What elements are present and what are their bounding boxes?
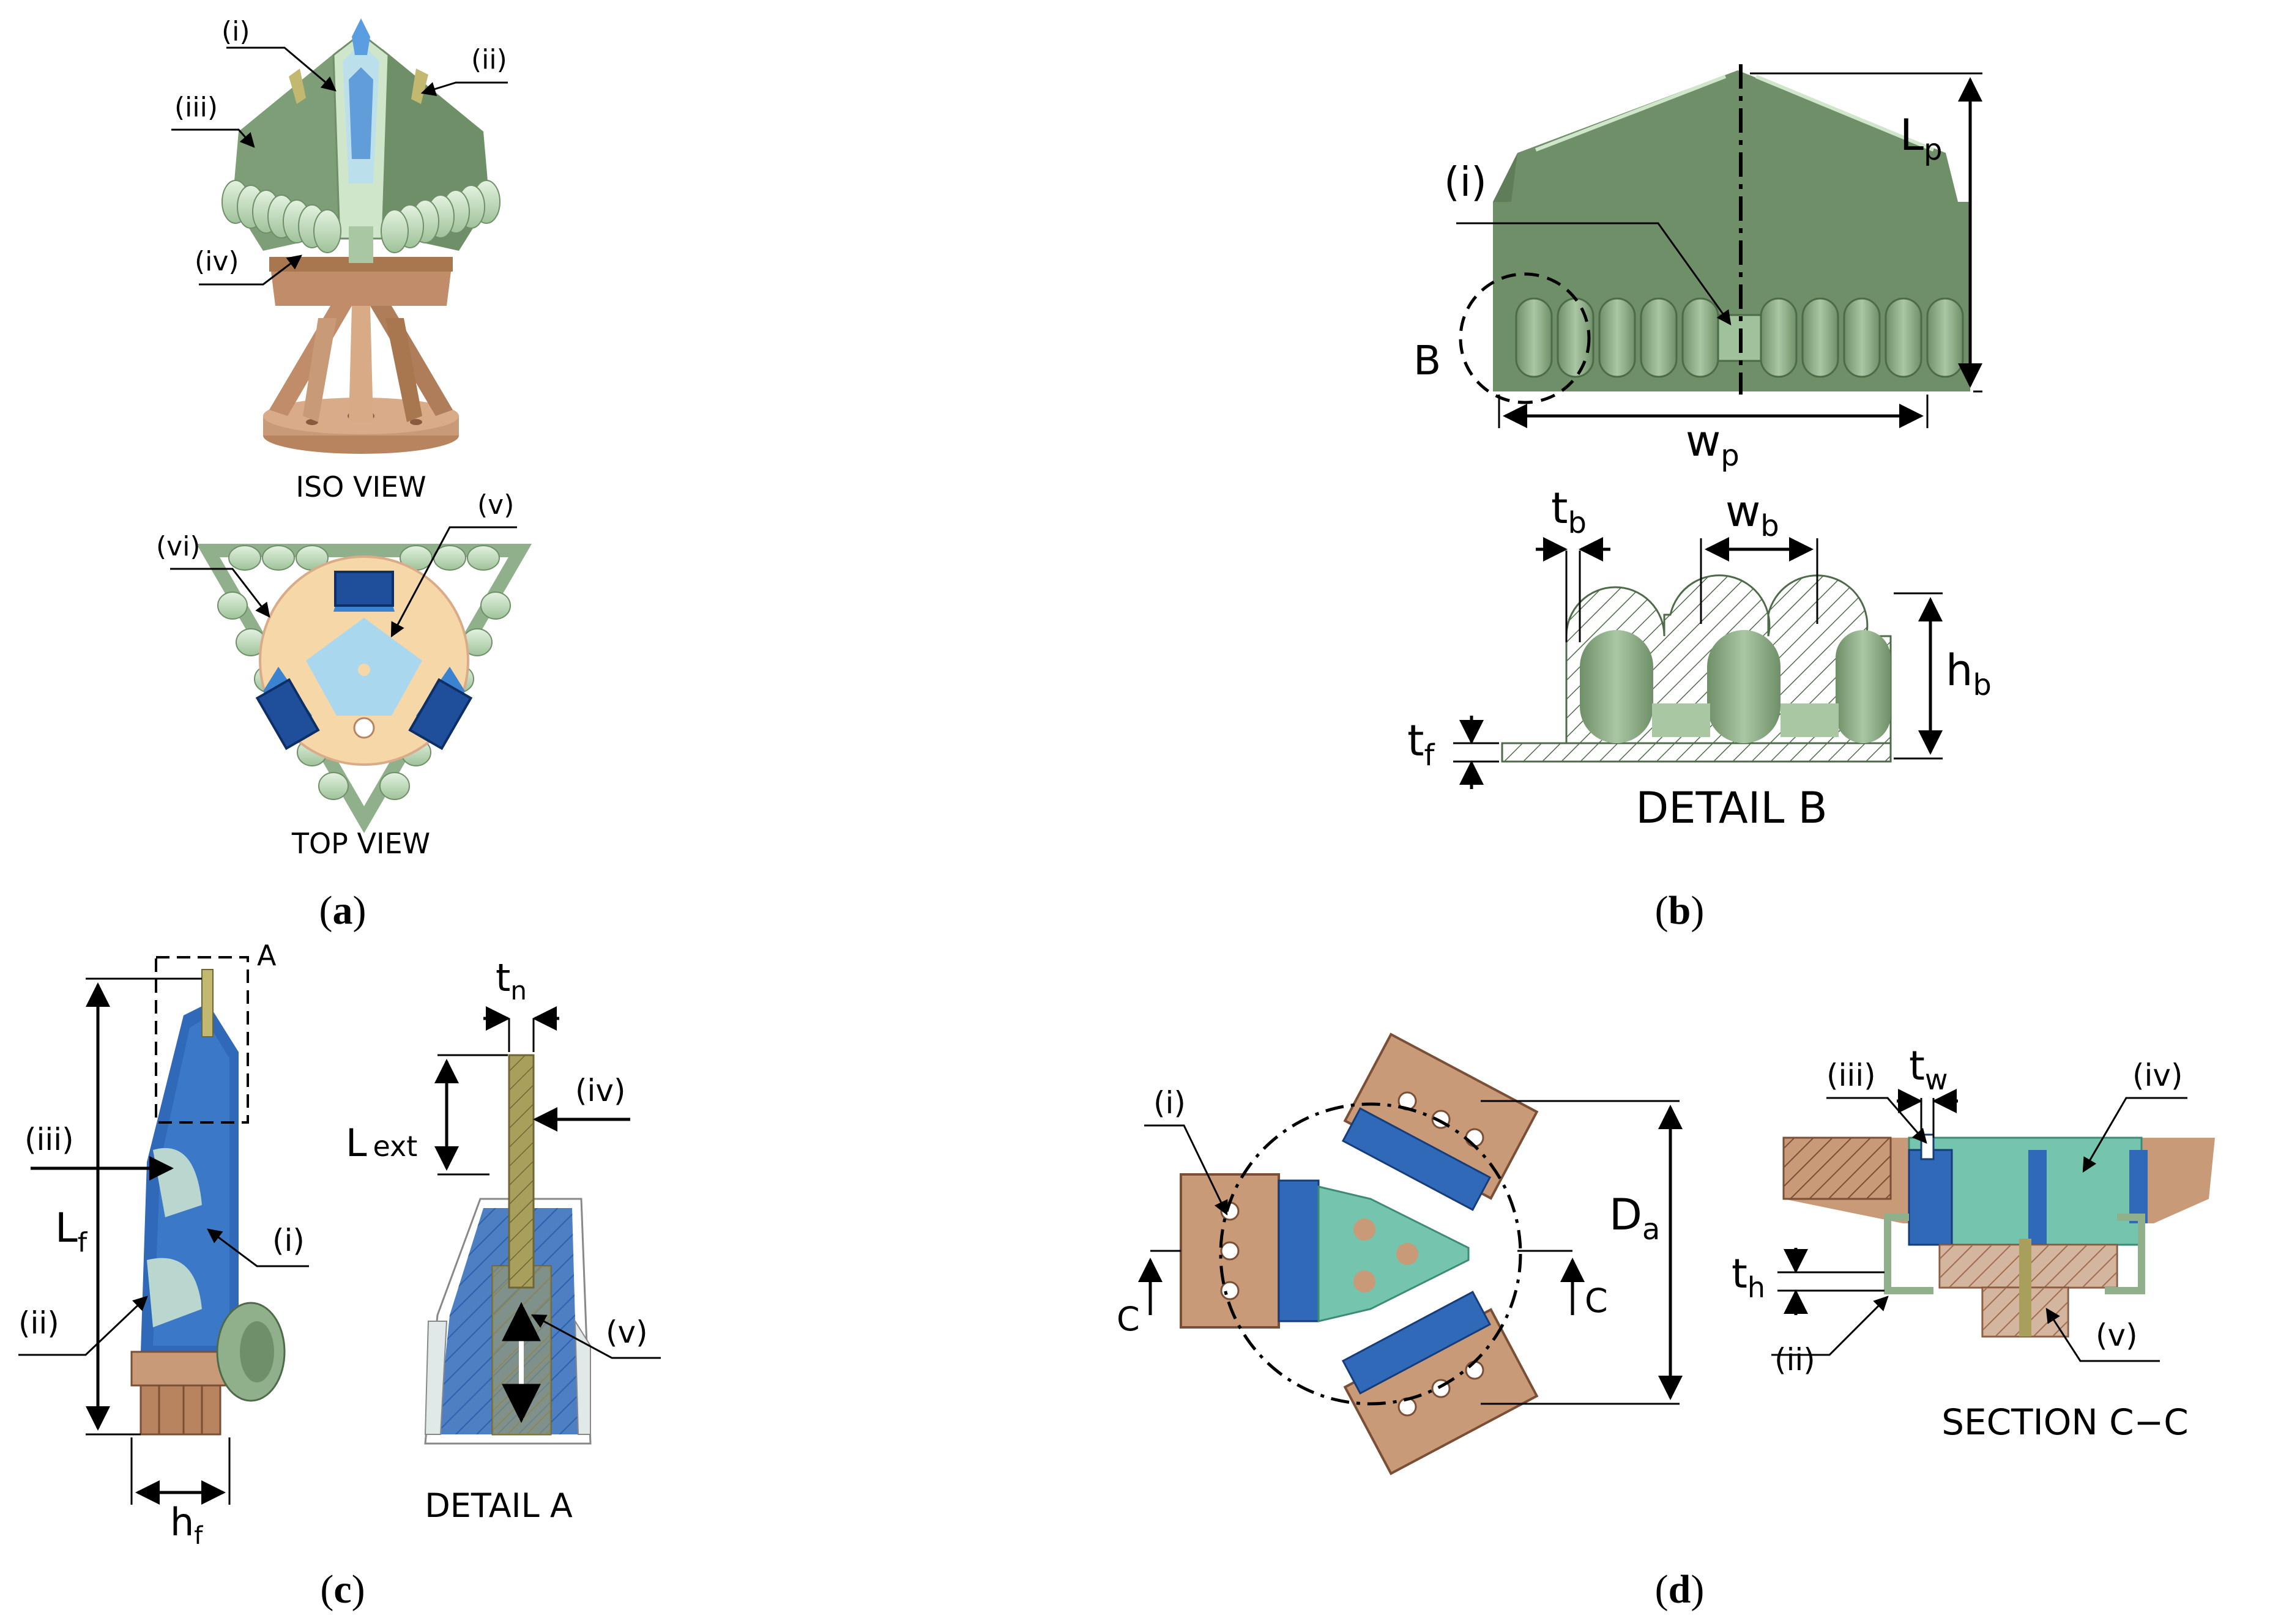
detail-mark-A: A: [257, 939, 277, 972]
detail-mark-B: B: [1413, 337, 1441, 384]
dim-tb: tb: [1551, 483, 1587, 540]
detail-b-title: DETAIL B: [1636, 783, 1827, 833]
section-label-iv: (iv): [2132, 1058, 2183, 1093]
iso-view-title: ISO VIEW: [296, 470, 426, 503]
iso-label-ii: (ii): [471, 44, 507, 75]
dim-Lp: Lp: [1900, 110, 1942, 167]
side-label-i: (i): [272, 1223, 305, 1258]
caption-c: (c): [320, 1567, 365, 1612]
section-cc-title: SECTION C−C: [1941, 1401, 2189, 1443]
dim-wb: wb: [1725, 486, 1779, 543]
iso-view-model: [221, 18, 501, 454]
dim-tn: tn: [496, 955, 527, 1006]
caption-d: (d): [1655, 1567, 1705, 1612]
dim-Lf: Lf: [55, 1204, 88, 1258]
top-view-model: [196, 544, 532, 833]
iso-label-iv: (iv): [195, 246, 239, 277]
palm-label-i: (i): [1153, 1085, 1186, 1121]
dim-tf: tf: [1407, 716, 1435, 773]
iso-label-i: (i): [221, 16, 250, 47]
section-mark-right: C: [1585, 1281, 1608, 1320]
detail-b-section: [1501, 574, 1892, 763]
top-label-vi: (vi): [156, 531, 201, 562]
dim-Da: Da: [1609, 1190, 1660, 1247]
top-label-v: (v): [477, 489, 514, 521]
detail-a-label-iv: (iv): [575, 1073, 626, 1108]
iso-label-iii: (iii): [174, 92, 218, 123]
dim-wp: wp: [1686, 416, 1740, 473]
finger-side-view: [130, 969, 286, 1436]
detail-a-section: [424, 1054, 592, 1445]
panel-b: (i) B Lp wp tb wb hb: [1407, 64, 1992, 933]
dim-tw: tw: [1909, 1042, 1948, 1096]
panel-d: C C Da (i) tw: [1117, 1033, 2215, 1612]
top-view-title: TOP VIEW: [291, 827, 430, 860]
section-cc: [1782, 1133, 2215, 1338]
pad-label-i: (i): [1444, 158, 1487, 206]
caption-a: (a): [319, 888, 367, 933]
dim-th: th: [1732, 1250, 1765, 1304]
side-label-ii: (ii): [18, 1305, 59, 1341]
panel-c: A Lf hf (iii) (i) (ii): [18, 939, 661, 1612]
detail-a-label-v: (v): [606, 1314, 648, 1350]
section-mark-left: C: [1117, 1300, 1140, 1338]
detail-a-title: DETAIL A: [425, 1486, 573, 1525]
side-label-iii: (iii): [24, 1122, 74, 1157]
dim-hb: hb: [1946, 645, 1992, 702]
dim-hf: hf: [170, 1500, 203, 1550]
section-label-ii: (ii): [1774, 1342, 1815, 1377]
panel-a: (i) (ii) (iii) (iv) ISO VIEW: [156, 16, 532, 933]
section-label-iii: (iii): [1826, 1058, 1876, 1093]
section-label-v: (v): [2096, 1318, 2138, 1353]
pad-front-view: [1493, 70, 1970, 391]
caption-b: (b): [1655, 888, 1705, 933]
